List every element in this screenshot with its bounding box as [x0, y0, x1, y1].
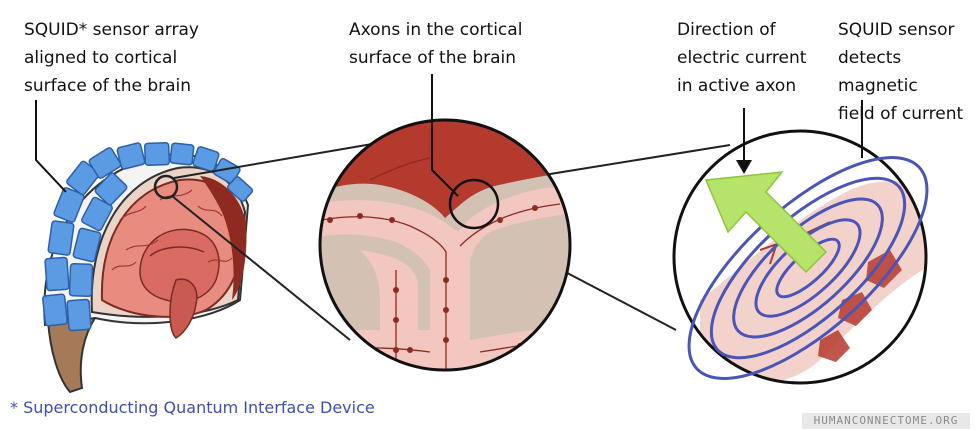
- label-axons: Axons in the cortical surface of the bra…: [349, 20, 523, 68]
- axon-zoom-circle: [318, 118, 572, 372]
- label-current-direction: Direction of electric current in active …: [677, 20, 807, 96]
- label-squid-sensor-array: SQUID* sensor array aligned to cortical …: [24, 20, 199, 96]
- label-squid-detects-field: SQUID sensor detects magnetic field of c…: [838, 20, 964, 124]
- zoom-highlight-circle: [153, 174, 179, 200]
- footnote: * Superconducting Quantum Interface Devi…: [10, 398, 375, 417]
- direction-arrowhead: [736, 160, 752, 174]
- label-leader-lines: [35, 74, 863, 197]
- axon-highlight-circle: [448, 178, 500, 230]
- current-direction-arrow: [704, 171, 828, 274]
- head-illustration: [43, 153, 250, 394]
- squid-sensor-array: [42, 141, 254, 332]
- source-credit: HUMANCONNECTOME.ORG: [802, 413, 970, 429]
